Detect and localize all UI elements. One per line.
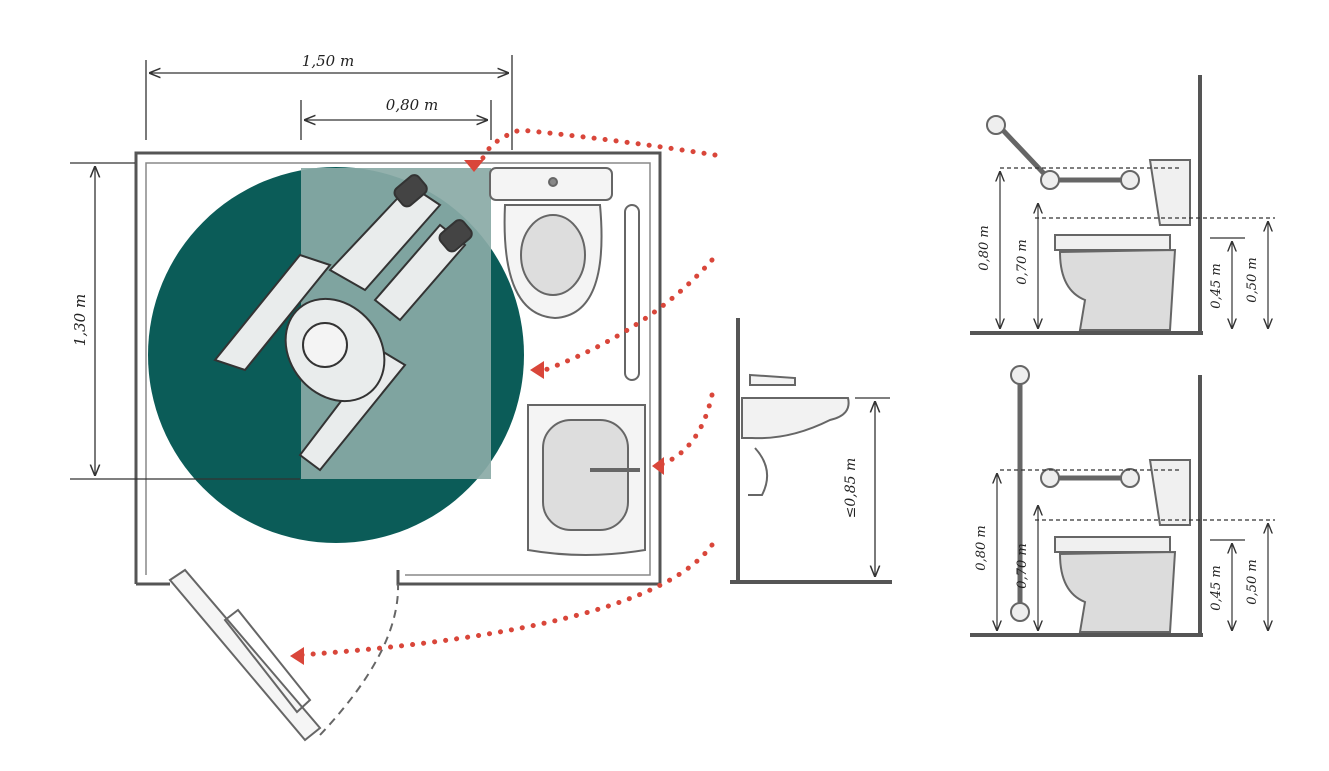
floor-plan: 1,50 m 0,80 m 1,30 m: [70, 52, 662, 742]
plan-grab-bar: [624, 204, 640, 381]
bottom-seat-height-label: 0,70 m: [1015, 543, 1030, 588]
sink-basin-side: [741, 373, 850, 496]
plan-clearance-label: 0,80 m: [386, 96, 438, 114]
sink-elevation: ≤0,85 m: [730, 318, 892, 584]
sink-height-label: ≤0,85 m: [843, 458, 859, 519]
bottom-grab-bars: [1017, 375, 1130, 610]
wheelchair-user-figure: [213, 174, 473, 472]
plan-depth-label: 1,30 m: [71, 294, 89, 346]
plan-dimensions: [70, 55, 513, 480]
pointer-to-toilet: [479, 127, 718, 163]
plan-sink: [527, 404, 646, 556]
toilet-elevation-bottom: 0,80 m 0,70 m 0,45 m 0,50 m: [970, 365, 1275, 637]
top-rail-height-label: 0,80 m: [977, 225, 992, 270]
bottom-tank-height-label: 0,50 m: [1245, 559, 1260, 604]
top-grab-bars: [996, 123, 1130, 183]
top-toilet-side: [1054, 159, 1191, 331]
pointer-dots: [297, 127, 718, 658]
plan-toilet: [489, 167, 613, 320]
plan-width-label: 1,50 m: [302, 52, 354, 70]
pointer-to-sink: [657, 392, 715, 468]
pointer-to-clearance: [542, 257, 715, 373]
plan-door: [168, 568, 400, 742]
bottom-bowl-height-label: 0,45 m: [1209, 565, 1224, 610]
bottom-toilet-side: [1054, 459, 1191, 633]
plan-walls: [134, 151, 662, 586]
pointer-heads: [290, 160, 664, 665]
top-bowl-height-label: 0,45 m: [1209, 263, 1224, 308]
toilet-elevation-top: 0,80 m 0,70 m 0,45 m 0,50 m: [970, 75, 1275, 335]
pointer-to-door: [297, 542, 715, 658]
top-tank-height-label: 0,50 m: [1245, 257, 1260, 302]
bottom-rail-height-label: 0,80 m: [974, 525, 989, 570]
top-seat-height-label: 0,70 m: [1015, 239, 1030, 284]
